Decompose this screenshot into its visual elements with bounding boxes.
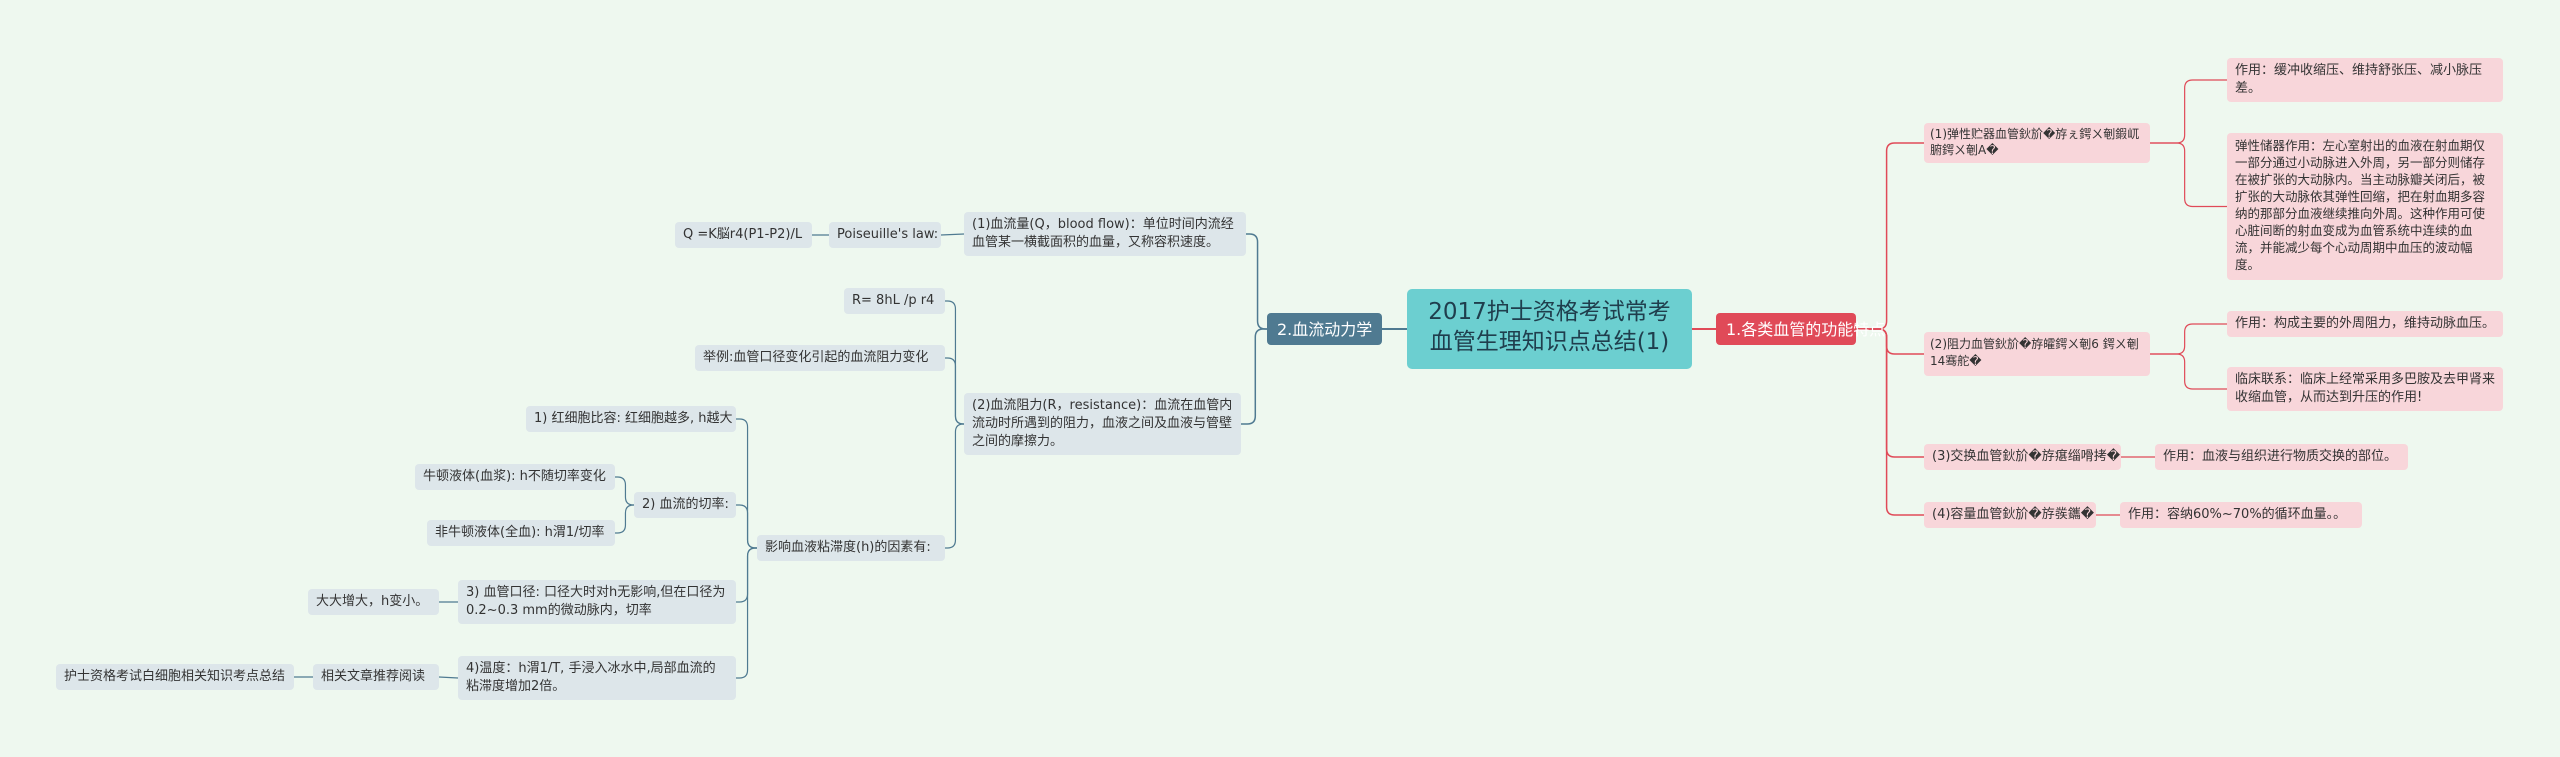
exchange-function[interactable]: 作用：血液与组织进行物质交换的部位。	[2155, 444, 2408, 470]
connector-line	[438, 676, 459, 679]
factor-temperature[interactable]: 4)温度：h渭1/T, 手浸入冰水中,局部血流的粘滞度增加2倍。	[458, 656, 736, 700]
viscosity-factors[interactable]: 影响血液粘滞度(h)的因素有:	[757, 535, 945, 561]
connector-line	[945, 423, 964, 549]
connector-line	[2150, 79, 2227, 144]
connector-line	[736, 547, 757, 679]
connector-line	[1241, 328, 1267, 425]
factor-shear-rate[interactable]: 2) 血流的切率:	[634, 492, 736, 518]
topic-flow-resistance[interactable]: (2)血流阻力(R，resistance)：血流在血管内流动时所遇到的阻力，血液…	[964, 393, 1241, 455]
elastic-vessels[interactable]: (1)弹性贮器血管鈥斺�斿ぇ鍔ㄨ剦鍜屼腑鍔ㄨ剦A�	[1924, 123, 2150, 163]
connector-line	[1856, 328, 1924, 516]
connector-line	[2150, 142, 2227, 208]
non-newtonian-fluid[interactable]: 非牛顿液体(全血): h渭1/切率	[427, 520, 615, 546]
connector-line	[736, 504, 757, 549]
topic-blood-flow[interactable]: (1)血流量(Q，blood flow)：单位时间内流经血管某一横截面积的血量，…	[964, 212, 1246, 256]
connector-line	[2150, 353, 2227, 390]
connector-line	[940, 233, 965, 236]
connector-line	[736, 547, 757, 603]
related-article-link[interactable]: 护士资格考试白细胞相关知识考点总结	[56, 664, 294, 690]
topic-vessel-functions[interactable]: 1.各类血管的功能特点	[1716, 313, 1885, 345]
connector-line	[1246, 233, 1267, 330]
resistance-function[interactable]: 作用：构成主要的外周阻力，维持动脉血压。	[2227, 311, 2503, 337]
capacitance-function[interactable]: 作用：容纳60%~70%的循环血量。。	[2120, 502, 2362, 528]
capacitance-vessels[interactable]: (4)容量血管鈥斺�斿彂鑴�	[1924, 502, 2096, 528]
connector-line	[736, 418, 757, 549]
connector-line	[945, 357, 964, 425]
newtonian-fluid[interactable]: 牛顿液体(血浆): h不随切率变化	[415, 464, 615, 490]
root-topic[interactable]: 2017护士资格考试常考血管生理知识点总结(1)	[1407, 289, 1692, 369]
related-articles[interactable]: 相关文章推荐阅读	[313, 664, 439, 690]
resistance-formula[interactable]: R= 8hL /p r4	[844, 288, 945, 314]
connector-line	[615, 476, 634, 506]
topic-hemodynamics[interactable]: 2.血流动力学	[1267, 313, 1382, 345]
flow-formula[interactable]: Q =K脳r4(P1-P2)/L	[675, 222, 812, 248]
factor-hematocrit[interactable]: 1) 红细胞比容: 红细胞越多, h越大	[526, 406, 736, 432]
connector-line	[1856, 142, 1924, 330]
resistance-vessels[interactable]: (2)阻力血管鈥斺�斿皬鍔ㄨ剦6 鍔ㄨ剦14骞舵�	[1924, 332, 2150, 376]
caliber-effect[interactable]: 大大增大，h变小。	[308, 589, 439, 615]
factor-vessel-caliber[interactable]: 3) 血管口径: 口径大时对h无影响,但在口径为0.2~0.3 mm的微动脉内，…	[458, 580, 736, 624]
windkessel-effect[interactable]: 弹性储器作用：左心室射出的血液在射血期仅一部分通过小动脉进入外周，另一部分则储存…	[2227, 133, 2503, 280]
exchange-vessels[interactable]: (3)交换血管鈥斺�斿瘎缁嗗拷�	[1924, 444, 2121, 470]
resistance-example[interactable]: 举例:血管口径变化引起的血流阻力变化	[695, 345, 945, 371]
connector-line	[615, 504, 634, 534]
connector-line	[2150, 323, 2227, 355]
poiseuille-law[interactable]: Poiseuille's law:	[829, 222, 941, 248]
elastic-function[interactable]: 作用：缓冲收缩压、维持舒张压、减小脉压差。	[2227, 58, 2503, 102]
connector-line	[1856, 328, 1924, 458]
clinical-link[interactable]: 临床联系：临床上经常采用多巴胺及去甲肾来收缩血管，从而达到升压的作用!	[2227, 367, 2503, 411]
